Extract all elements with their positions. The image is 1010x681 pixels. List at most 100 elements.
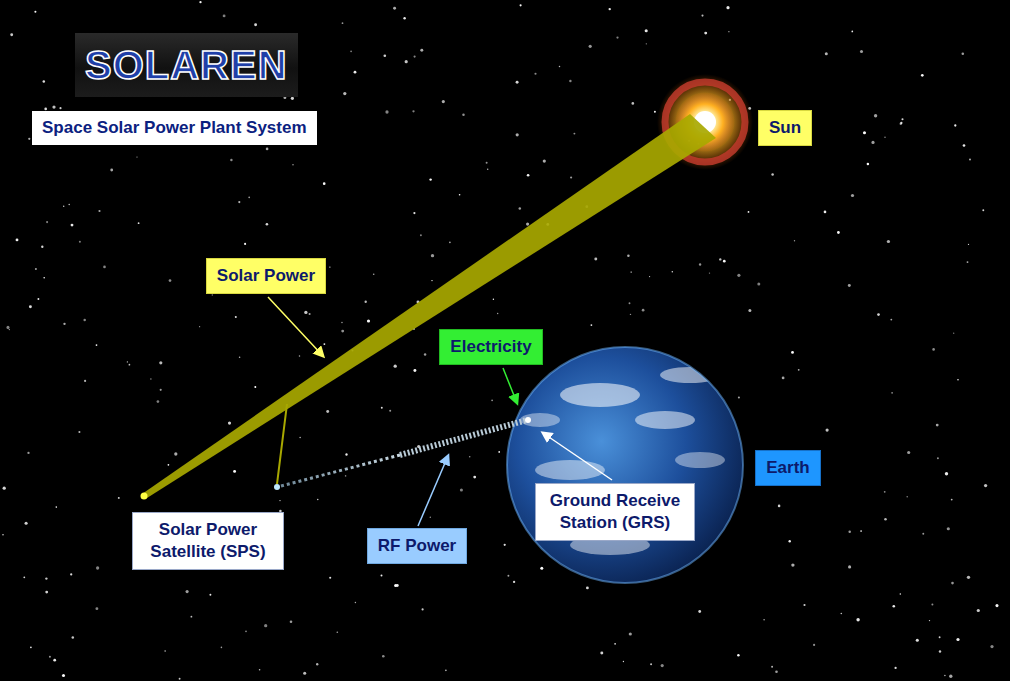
star xyxy=(939,650,941,652)
star xyxy=(900,122,902,124)
star xyxy=(244,243,246,245)
star xyxy=(56,506,58,508)
star xyxy=(303,672,306,675)
star xyxy=(264,624,267,627)
star xyxy=(520,4,522,6)
star xyxy=(867,163,869,165)
star xyxy=(650,663,652,665)
star xyxy=(951,582,954,585)
star xyxy=(414,56,416,58)
star xyxy=(890,319,892,321)
star xyxy=(70,573,72,575)
star xyxy=(429,178,431,180)
star xyxy=(157,400,160,403)
star xyxy=(473,476,476,479)
label-box: Electricity xyxy=(439,329,542,365)
star xyxy=(254,386,256,388)
star xyxy=(373,273,375,275)
star xyxy=(698,610,701,613)
star xyxy=(497,313,498,314)
star xyxy=(342,22,344,24)
star xyxy=(336,631,338,633)
star xyxy=(956,638,959,641)
star xyxy=(34,11,36,13)
star xyxy=(27,452,29,454)
star xyxy=(223,14,226,17)
star xyxy=(627,254,630,257)
star xyxy=(738,396,740,398)
star xyxy=(412,110,414,112)
star xyxy=(3,487,6,490)
star xyxy=(791,351,794,354)
label-box: Sun xyxy=(758,110,812,146)
star xyxy=(922,533,924,535)
star xyxy=(420,49,423,52)
star xyxy=(929,620,930,621)
star xyxy=(936,424,939,427)
star xyxy=(174,452,177,455)
star xyxy=(884,137,885,138)
star xyxy=(894,667,896,669)
star xyxy=(169,279,172,282)
star xyxy=(459,194,461,196)
star xyxy=(945,472,948,475)
star xyxy=(630,314,631,315)
star xyxy=(79,241,81,243)
star xyxy=(403,17,405,19)
star xyxy=(901,118,903,120)
star xyxy=(990,645,993,648)
star xyxy=(292,164,293,165)
star xyxy=(326,410,329,413)
star xyxy=(728,31,729,32)
star xyxy=(245,630,247,632)
star xyxy=(405,60,408,63)
label-box: Ground Receive Station (GRS) xyxy=(535,483,695,541)
star xyxy=(127,361,128,362)
star xyxy=(62,674,65,677)
star xyxy=(791,563,794,566)
star xyxy=(445,669,447,671)
label-text: Electricity xyxy=(450,336,531,358)
star xyxy=(309,313,311,315)
label-box: Solar Power Satellite (SPS) xyxy=(132,512,284,570)
star xyxy=(573,133,575,135)
star xyxy=(877,313,880,316)
star xyxy=(25,522,28,525)
star xyxy=(701,15,703,17)
star xyxy=(874,114,877,117)
star xyxy=(600,651,603,654)
star xyxy=(266,148,269,151)
star xyxy=(299,355,300,356)
star xyxy=(937,457,939,459)
star xyxy=(608,8,610,10)
star xyxy=(355,602,356,603)
star xyxy=(704,32,707,35)
star xyxy=(788,540,790,542)
label-box: Earth xyxy=(755,450,820,486)
star xyxy=(68,204,70,206)
star xyxy=(900,122,902,124)
star xyxy=(168,464,170,466)
star xyxy=(365,301,367,303)
star xyxy=(150,378,151,379)
star xyxy=(118,497,120,499)
star xyxy=(951,499,953,501)
star xyxy=(763,619,764,620)
star xyxy=(963,144,966,147)
star xyxy=(279,500,280,501)
star xyxy=(299,437,301,439)
star xyxy=(931,603,933,605)
star xyxy=(953,333,954,334)
star xyxy=(782,377,785,380)
star xyxy=(49,656,51,658)
star xyxy=(491,400,493,402)
label-text: Earth xyxy=(766,457,809,479)
star xyxy=(803,604,805,606)
star xyxy=(645,29,648,32)
star xyxy=(96,344,98,346)
star xyxy=(825,52,828,55)
star xyxy=(186,590,189,593)
star xyxy=(748,211,750,213)
star xyxy=(984,484,987,487)
star xyxy=(103,266,106,269)
